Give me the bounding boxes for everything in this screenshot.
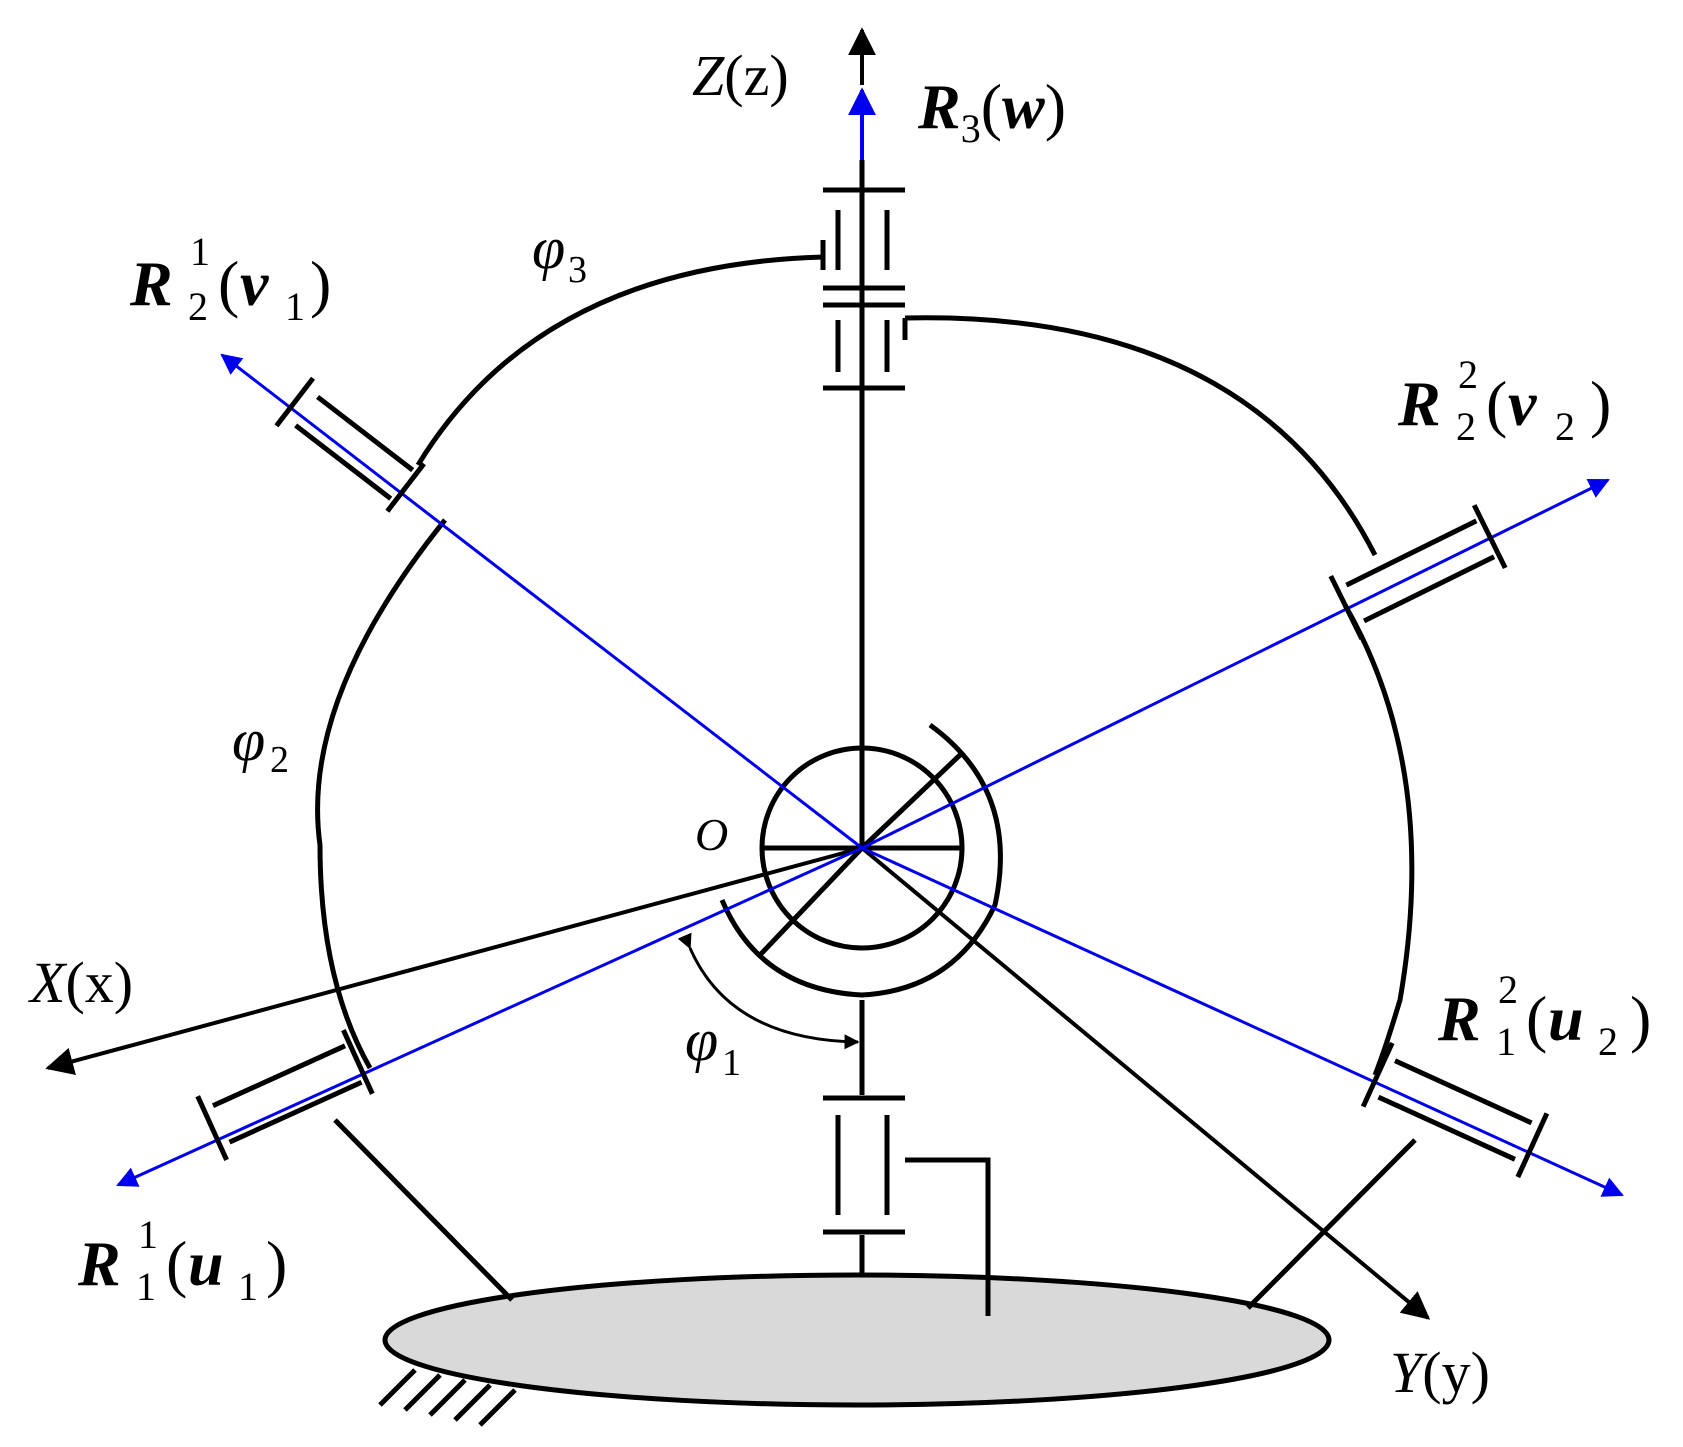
svg-text:R: R [1437,983,1481,1054]
r12-bearing [1360,1041,1550,1179]
r22-bearing [1328,504,1508,640]
svg-text:u: u [188,1228,224,1299]
svg-text:1: 1 [190,229,210,274]
svg-text:R: R [1397,368,1441,439]
svg-text:2: 2 [1498,967,1518,1012]
svg-text:): ) [1590,368,1611,439]
r12-label: R 2 1 ( u 2 ) [1437,967,1651,1064]
x-axis-line [45,846,863,1075]
svg-text:φ: φ [232,707,265,773]
svg-text:2: 2 [1598,1019,1618,1064]
svg-text:φ: φ [532,215,565,281]
r3-bearing [820,187,908,391]
svg-text:): ) [310,248,331,319]
svg-text:1: 1 [1496,1019,1516,1064]
r11-label: R 1 1 ( u 1 ) [77,1212,287,1309]
svg-text:φ: φ [685,1007,718,1073]
r11-axis [116,846,863,1187]
svg-text:2: 2 [1555,404,1575,449]
r22-axis [861,478,1610,850]
svg-text:2: 2 [188,284,208,329]
z-axis-label: Z(z) [692,43,789,108]
x-axis-label: X(x) [28,950,133,1015]
svg-text:1: 1 [136,1264,156,1309]
outer-ring [315,254,1415,1076]
svg-text:1: 1 [285,284,305,329]
svg-text:u: u [1548,983,1584,1054]
svg-text:): ) [1630,983,1651,1054]
svg-text:3: 3 [568,249,587,291]
svg-text:): ) [266,1228,287,1299]
ground-hatch [378,1368,517,1427]
r12-axis [861,846,1624,1197]
svg-text:(: ( [1486,368,1507,439]
svg-text:2: 2 [270,739,289,781]
svg-text:v: v [240,248,269,319]
svg-text:(: ( [166,1228,187,1299]
r21-label: R 1 2 ( v 1 ) [129,229,331,329]
central-joint [719,722,1003,998]
r21-axis [220,353,863,850]
phi1-arc [677,932,860,1050]
svg-text:2: 2 [1456,404,1476,449]
r22-label: R 2 2 ( v 2 ) [1397,352,1611,449]
svg-text:R: R [77,1228,121,1299]
phi1-label: φ 1 [685,1007,741,1084]
svg-text:v: v [1508,368,1537,439]
phi2-label: φ 2 [232,707,289,781]
svg-text:(: ( [1526,983,1547,1054]
svg-text:2: 2 [1458,352,1478,397]
svg-text:1: 1 [238,1264,258,1309]
r11-bearing [195,1029,375,1161]
svg-text:1: 1 [138,1212,158,1257]
bottom-bearing [823,1095,991,1316]
r12-support [1246,1138,1417,1310]
r21-bearing [274,376,426,513]
svg-text:(: ( [218,248,239,319]
origin-label: O [695,809,728,860]
y-axis-label: Y(y) [1390,1340,1490,1405]
r11-support [333,1118,514,1302]
svg-text:1: 1 [722,1042,741,1084]
r3-label: R3(w) [917,71,1066,151]
fixed-base [382,1272,1332,1408]
y-axis-line [860,846,1431,1320]
svg-text:R: R [129,248,173,319]
phi3-label: φ 3 [532,215,587,291]
